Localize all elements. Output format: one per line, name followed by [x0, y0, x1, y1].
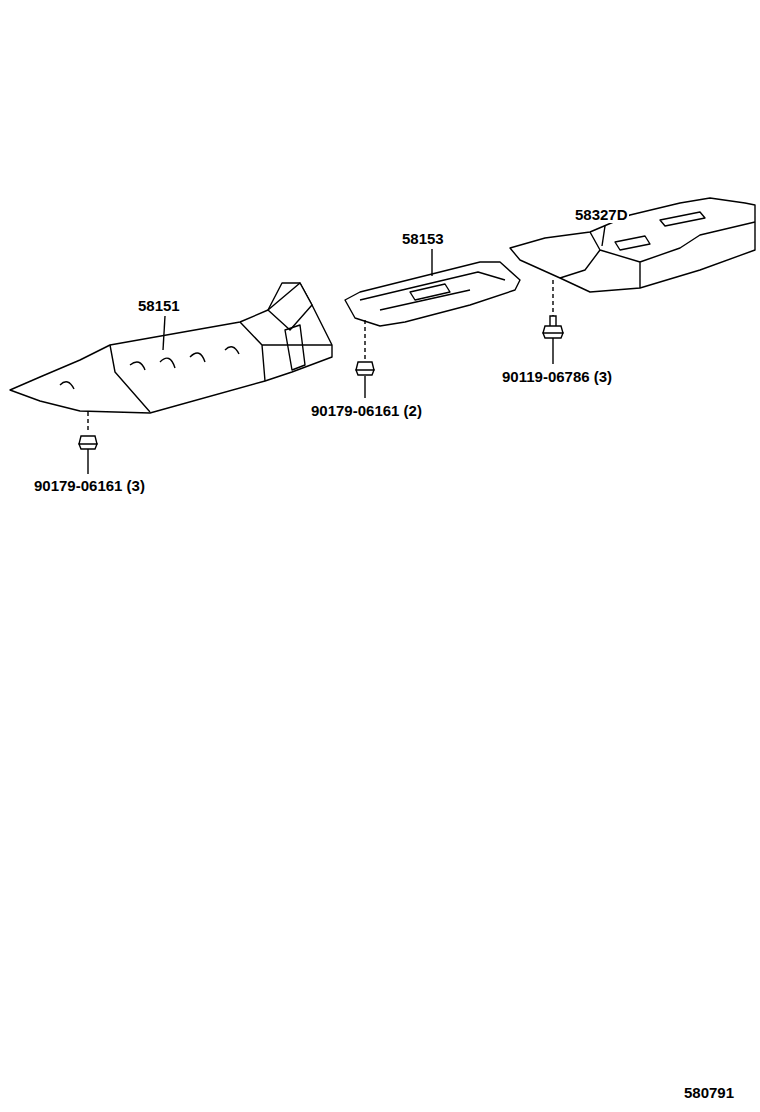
fastener-number: 90179-06161 (3): [33, 477, 146, 494]
nut-symbol: [79, 436, 97, 449]
fastener-number: 90119-06786 (3): [501, 368, 613, 385]
part-number: 58151: [137, 297, 181, 314]
part-number: 58327D: [574, 206, 629, 223]
fastener-number: 90179-06161 (2): [310, 402, 423, 419]
bolt-symbol: [543, 316, 563, 338]
heat-shield: [510, 198, 755, 292]
heat-shield: [10, 283, 332, 413]
nut-symbol: [356, 362, 374, 375]
figure-number: 580791: [683, 1084, 735, 1101]
part-number: 58153: [401, 230, 445, 247]
